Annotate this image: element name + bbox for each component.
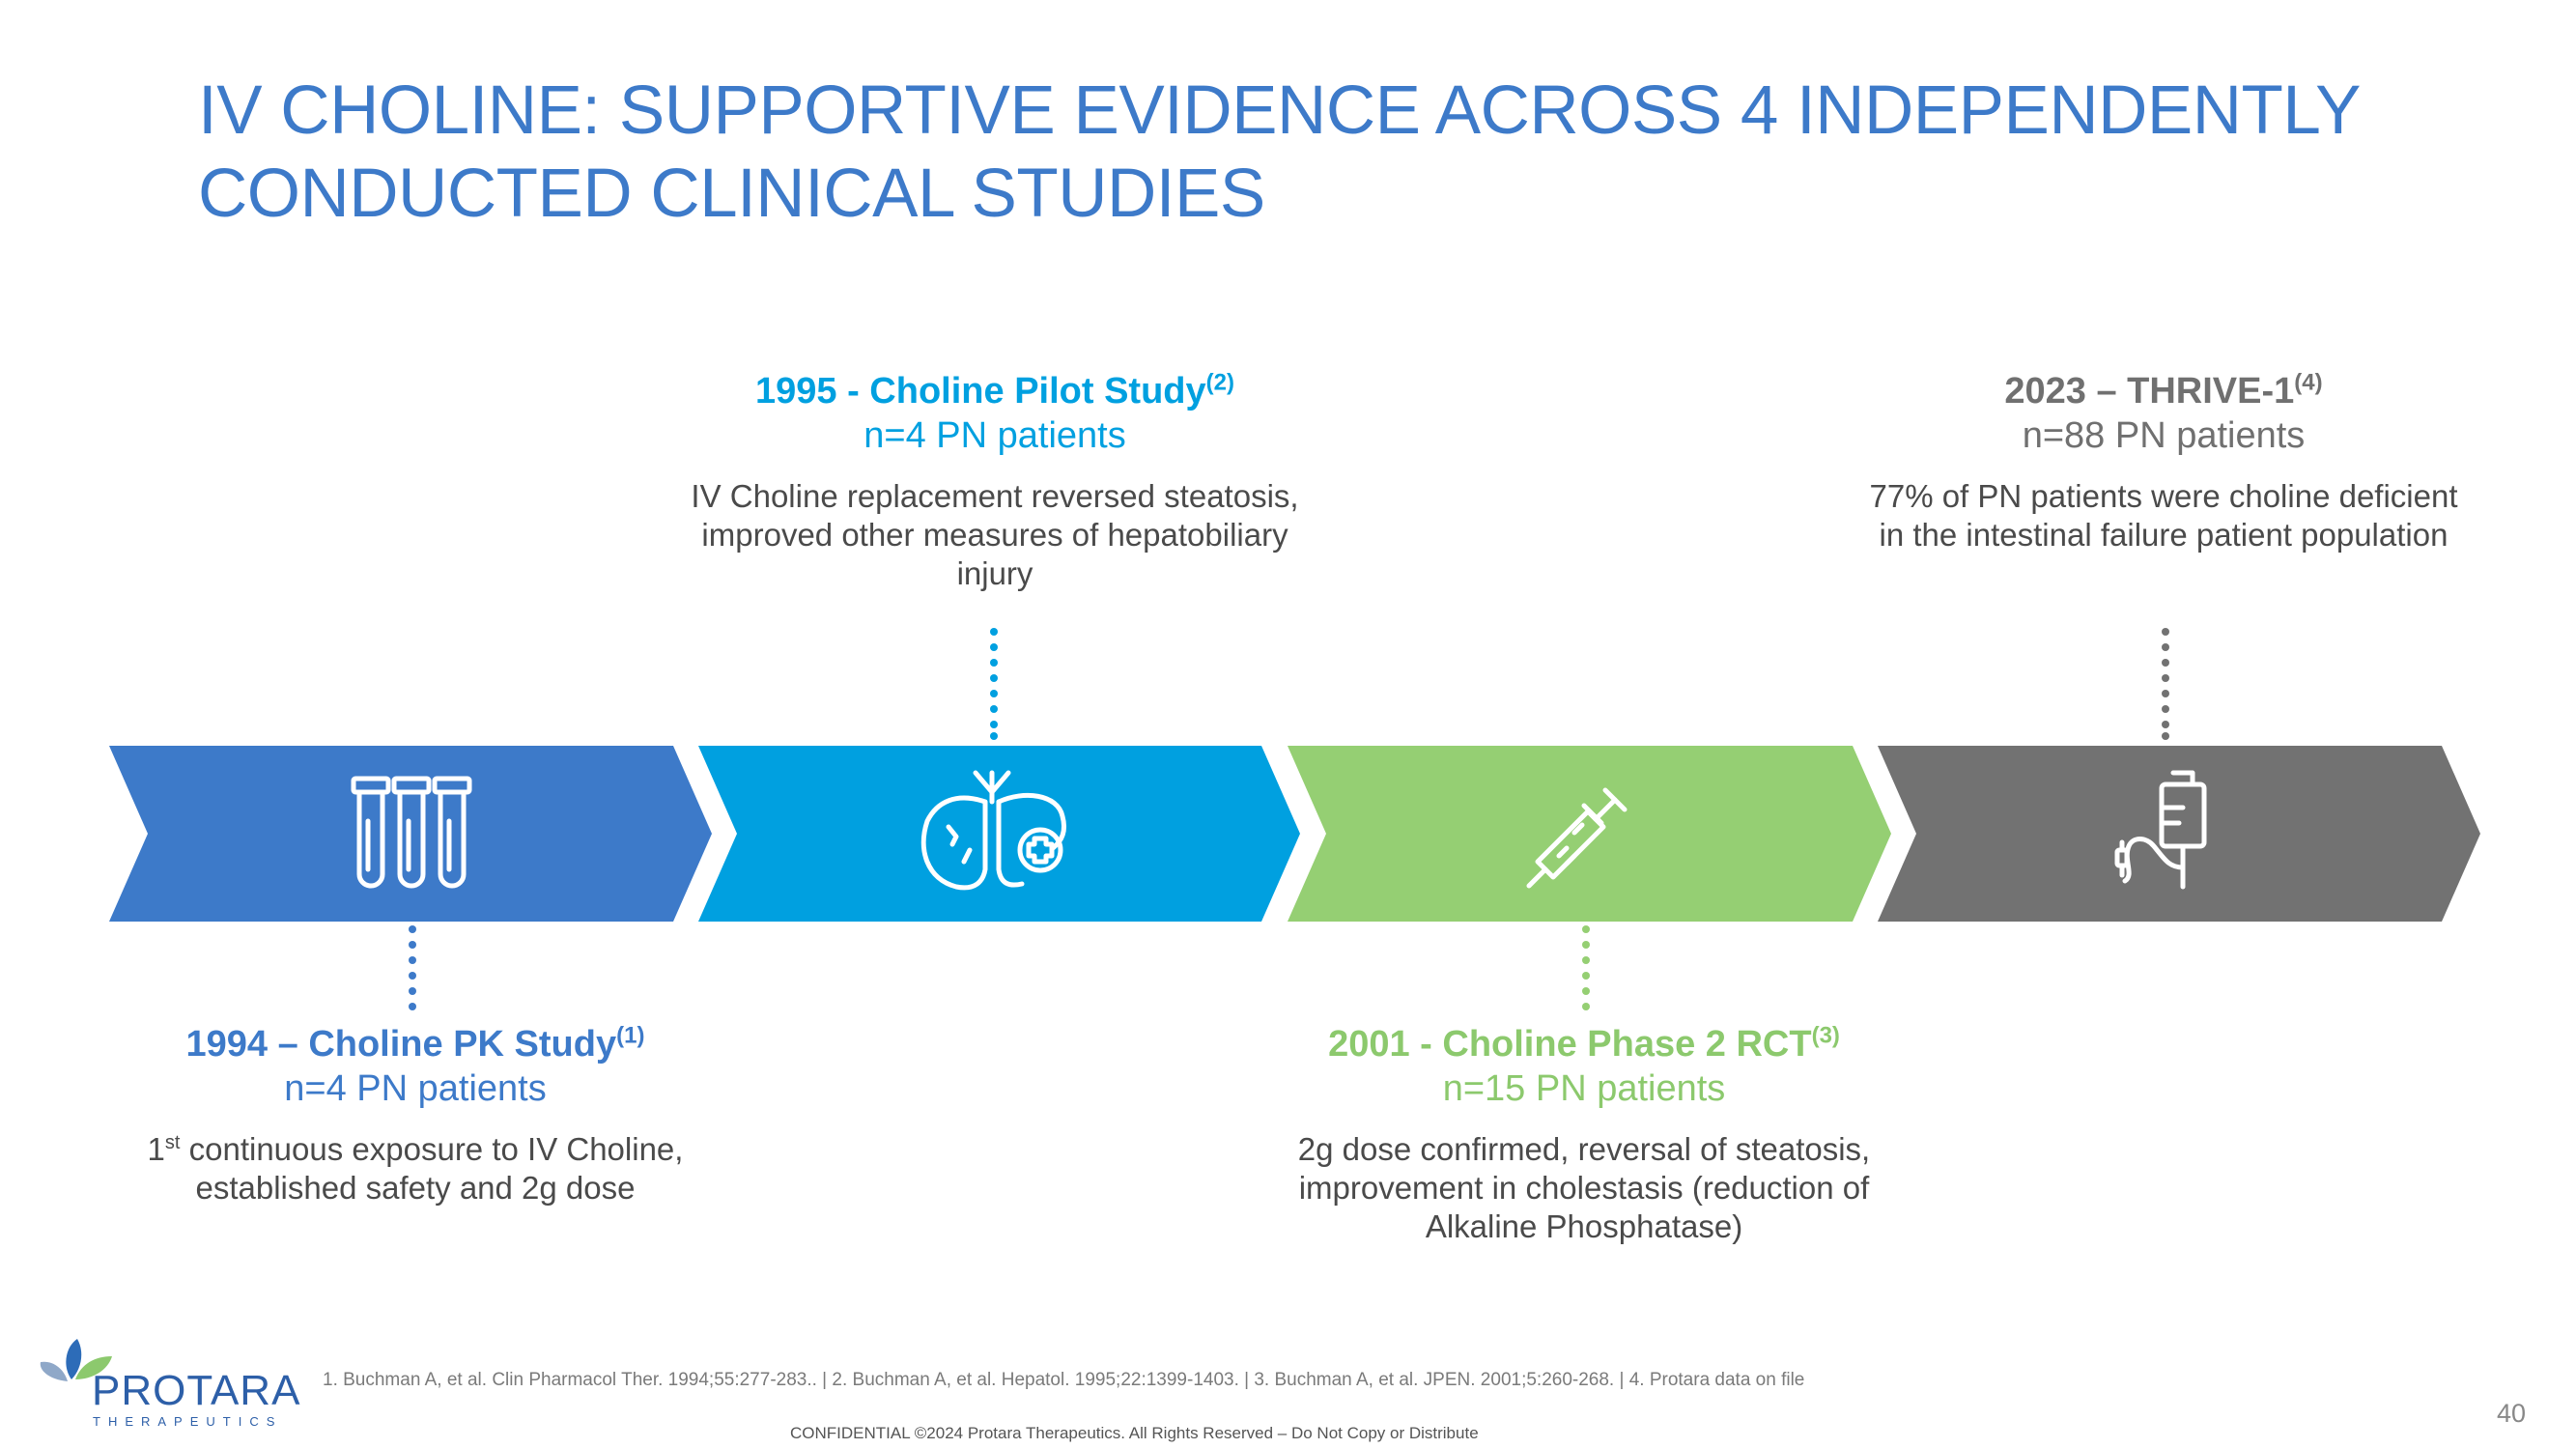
milestone-1994-description: 1st continuous exposure to IV Choline, e…	[116, 1130, 715, 1208]
milestone-1995-description: IV Choline replacement reversed steatosi…	[691, 478, 1299, 591]
milestone-2001-heading-text: 2001 - Choline Phase 2 RCT	[1328, 1024, 1812, 1065]
milestone-1995-ref: (2)	[1205, 369, 1234, 396]
milestone-2023-description: 77% of PN patients were choline deficien…	[1869, 478, 2458, 553]
milestone-1995: 1995 - Choline Pilot Study(2) n=4 PN pat…	[666, 369, 1323, 593]
milestone-2023-ref: (4)	[2294, 369, 2323, 396]
milestone-1995-heading-text: 1995 - Choline Pilot Study	[755, 371, 1206, 412]
slide-title: IV CHOLINE: SUPPORTIVE EVIDENCE ACROSS 4…	[198, 70, 2420, 236]
connector-1995	[990, 628, 998, 740]
milestone-1994: 1994 – Choline PK Study(1) n=4 PN patien…	[116, 1022, 715, 1208]
references-footnote: 1. Buchman A, et al. Clin Pharmacol Ther…	[323, 1370, 1805, 1390]
connector-2001	[1582, 925, 1590, 1010]
title-line-1: IV CHOLINE: SUPPORTIVE EVIDENCE ACROSS 4…	[198, 72, 2362, 149]
milestone-2001-patients: n=15 PN patients	[1442, 1068, 1726, 1109]
milestone-1994-heading: 1994 – Choline PK Study(1)	[116, 1022, 715, 1066]
milestone-2023: 2023 – THRIVE-1(4) n=88 PN patients 77% …	[1854, 369, 2473, 554]
chevron-2023	[1878, 746, 2480, 922]
milestone-2001-description: 2g dose confirmed, reversal of steatosis…	[1297, 1131, 1871, 1244]
confidential-notice: CONFIDENTIAL ©2024 Protara Therapeutics.…	[790, 1424, 1479, 1442]
milestone-1994-patients: n=4 PN patients	[284, 1068, 547, 1109]
milestone-1994-ref: (1)	[616, 1022, 645, 1049]
milestone-1994-desc-post: continuous exposure to IV Choline, estab…	[180, 1131, 684, 1206]
page-number: 40	[2496, 1399, 2526, 1428]
milestone-1995-heading: 1995 - Choline Pilot Study(2)	[666, 369, 1323, 413]
logo-tagline: THERAPEUTICS	[93, 1414, 283, 1429]
milestone-2023-patients: n=88 PN patients	[2022, 415, 2306, 456]
test-tubes-icon	[351, 776, 472, 889]
protara-logo: PROTARA THERAPEUTICS	[39, 1331, 301, 1429]
milestone-1994-heading-text: 1994 – Choline PK Study	[185, 1024, 617, 1065]
title-line-2: CONDUCTED CLINICAL STUDIES	[198, 156, 1265, 232]
milestone-2001-ref: (3)	[1811, 1022, 1840, 1049]
milestone-2001: 2001 - Choline Phase 2 RCT(3) n=15 PN pa…	[1246, 1022, 1922, 1246]
connector-2023	[2162, 628, 2169, 740]
connector-1994	[409, 925, 416, 1010]
milestone-2001-heading: 2001 - Choline Phase 2 RCT(3)	[1246, 1022, 1922, 1066]
milestone-1994-desc-sup: st	[164, 1132, 181, 1153]
milestone-1995-patients: n=4 PN patients	[863, 415, 1126, 456]
chevron-2001	[1288, 746, 1891, 922]
milestone-2023-heading: 2023 – THRIVE-1(4)	[1854, 369, 2473, 413]
liver-icon	[920, 770, 1067, 891]
logo-wordmark: PROTARA	[92, 1367, 301, 1414]
syringe-icon	[1526, 787, 1628, 889]
iv-bag-icon	[2114, 770, 2207, 890]
milestone-2023-heading-text: 2023 – THRIVE-1	[2004, 371, 2295, 412]
leaf-icon	[40, 1339, 112, 1381]
milestone-1994-desc-pre: 1	[147, 1131, 165, 1167]
